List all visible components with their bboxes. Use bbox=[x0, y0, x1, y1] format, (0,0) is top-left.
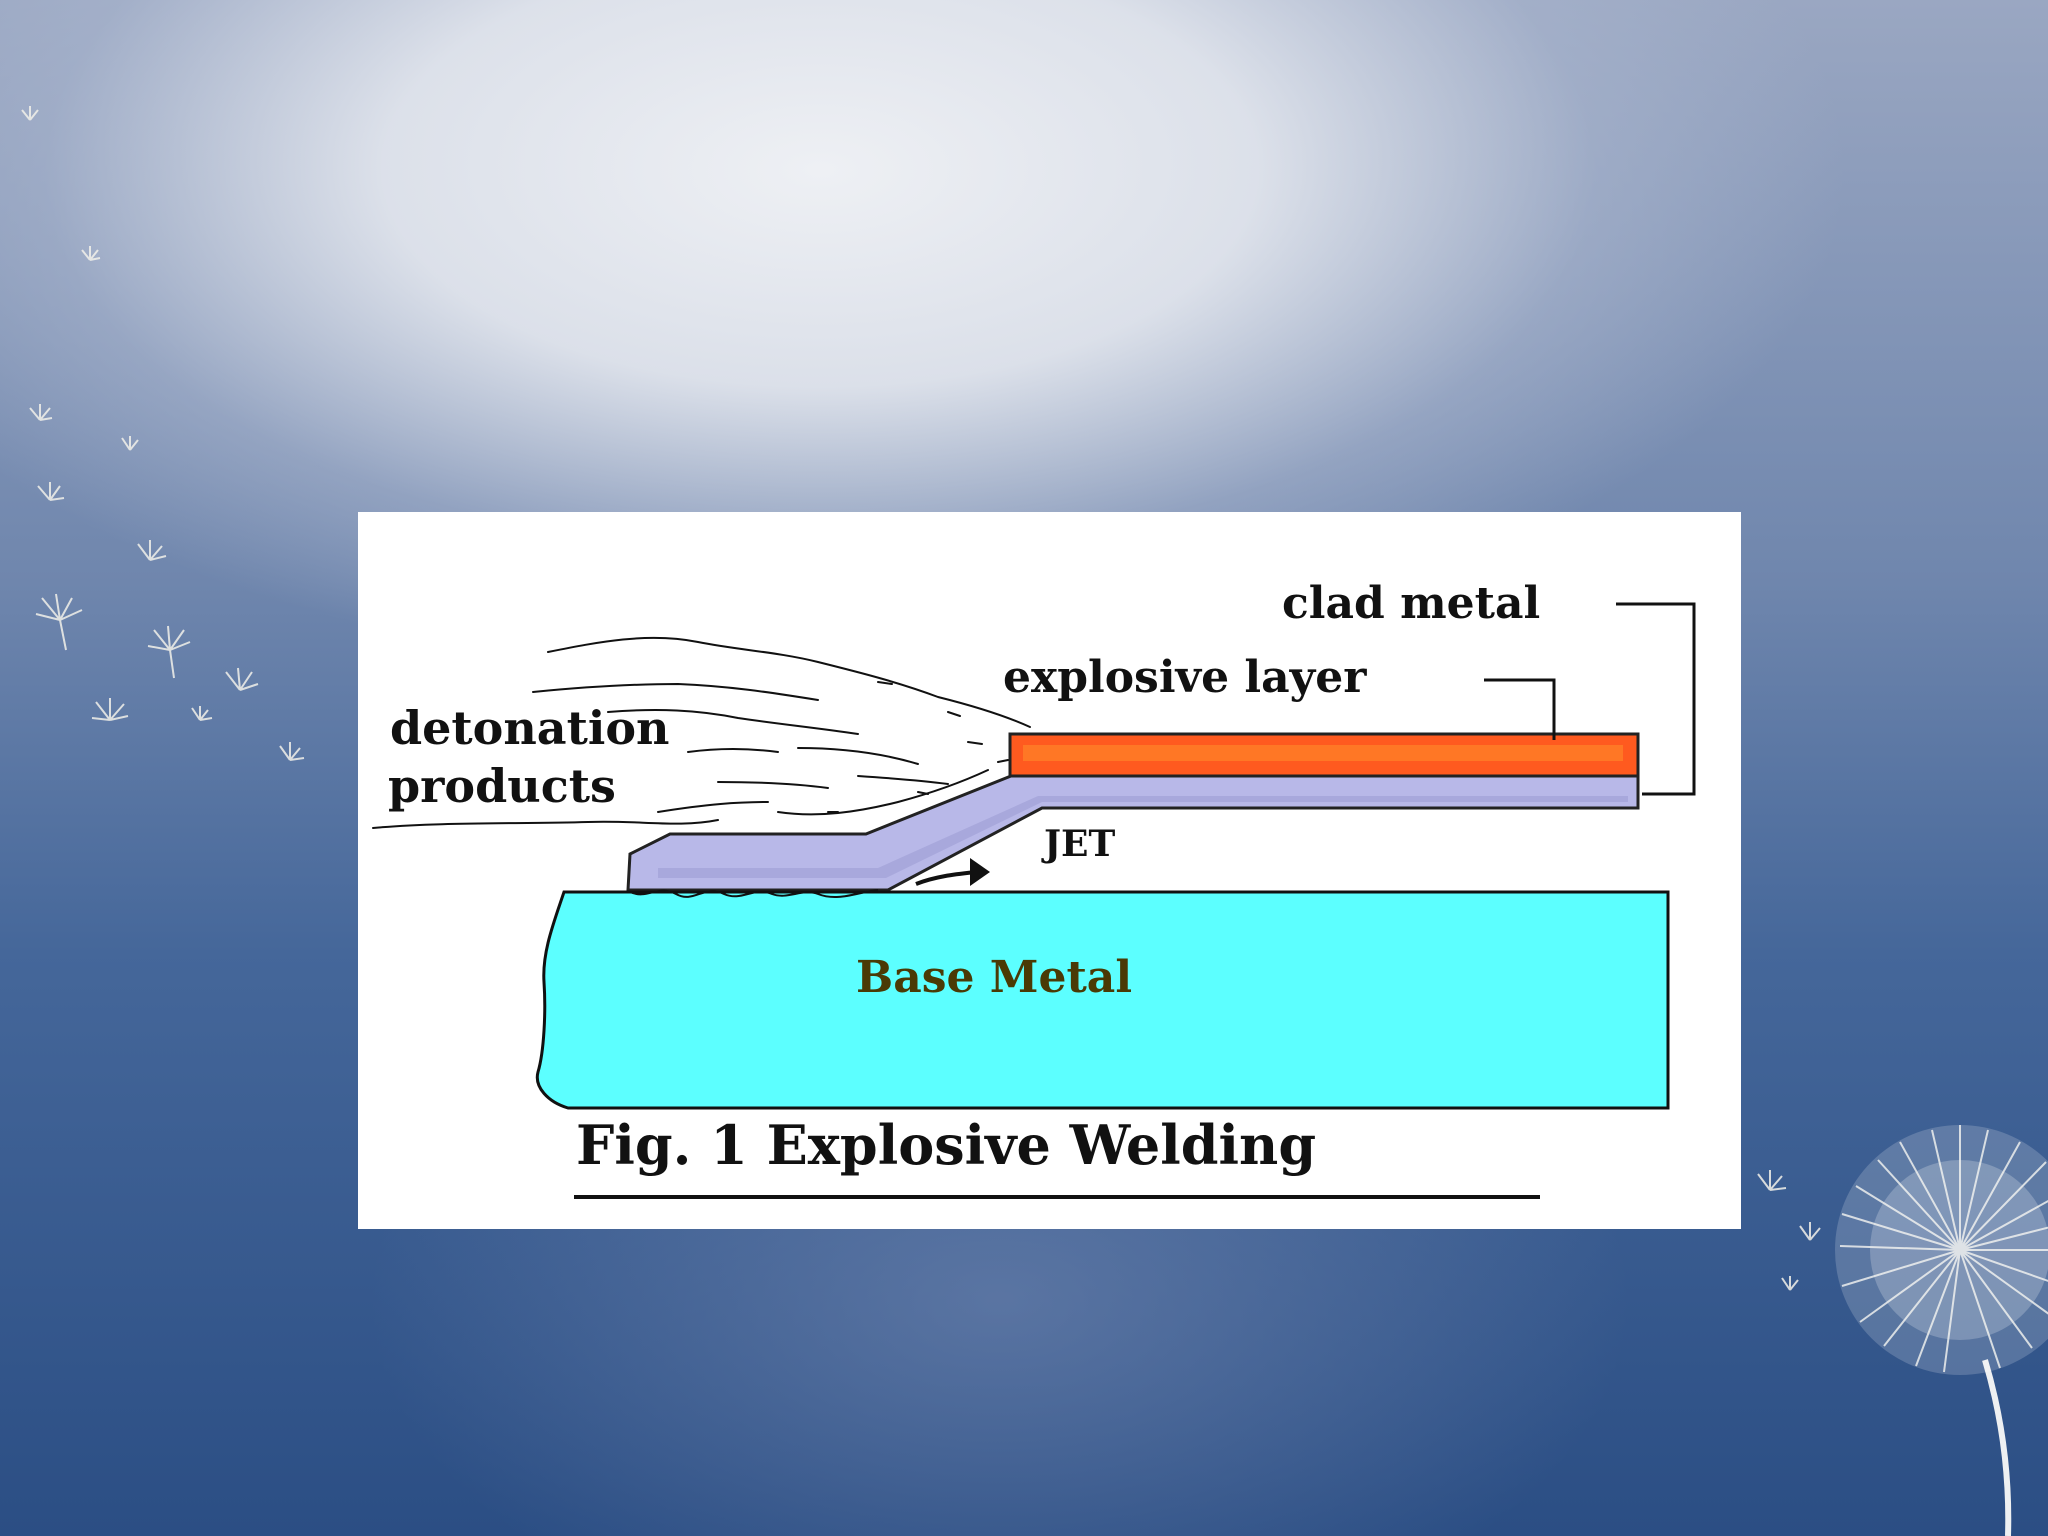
figure-caption: Fig. 1 Explosive Welding bbox=[576, 1113, 1316, 1177]
explosive-welding-diagram: clad metal explosive layer detonation pr… bbox=[372, 578, 1696, 1199]
jet-label: JET bbox=[1041, 823, 1115, 865]
base-metal-block bbox=[535, 890, 1670, 1110]
detonation-label: detonation bbox=[390, 701, 669, 755]
leader-lines bbox=[1484, 602, 1696, 796]
clad-metal-plate bbox=[626, 772, 1640, 892]
dandelion-decoration bbox=[1757, 1125, 2048, 1536]
clad-metal-label: clad metal bbox=[1282, 578, 1540, 629]
floating-seeds-decoration bbox=[21, 106, 305, 761]
explosive-layer-label: explosive layer bbox=[1003, 652, 1367, 703]
figure-panel: clad metal explosive layer detonation pr… bbox=[358, 512, 1741, 1229]
jet-arrow bbox=[915, 858, 990, 886]
base-metal-label: Base Metal bbox=[856, 952, 1132, 1003]
products-label: products bbox=[388, 759, 616, 813]
